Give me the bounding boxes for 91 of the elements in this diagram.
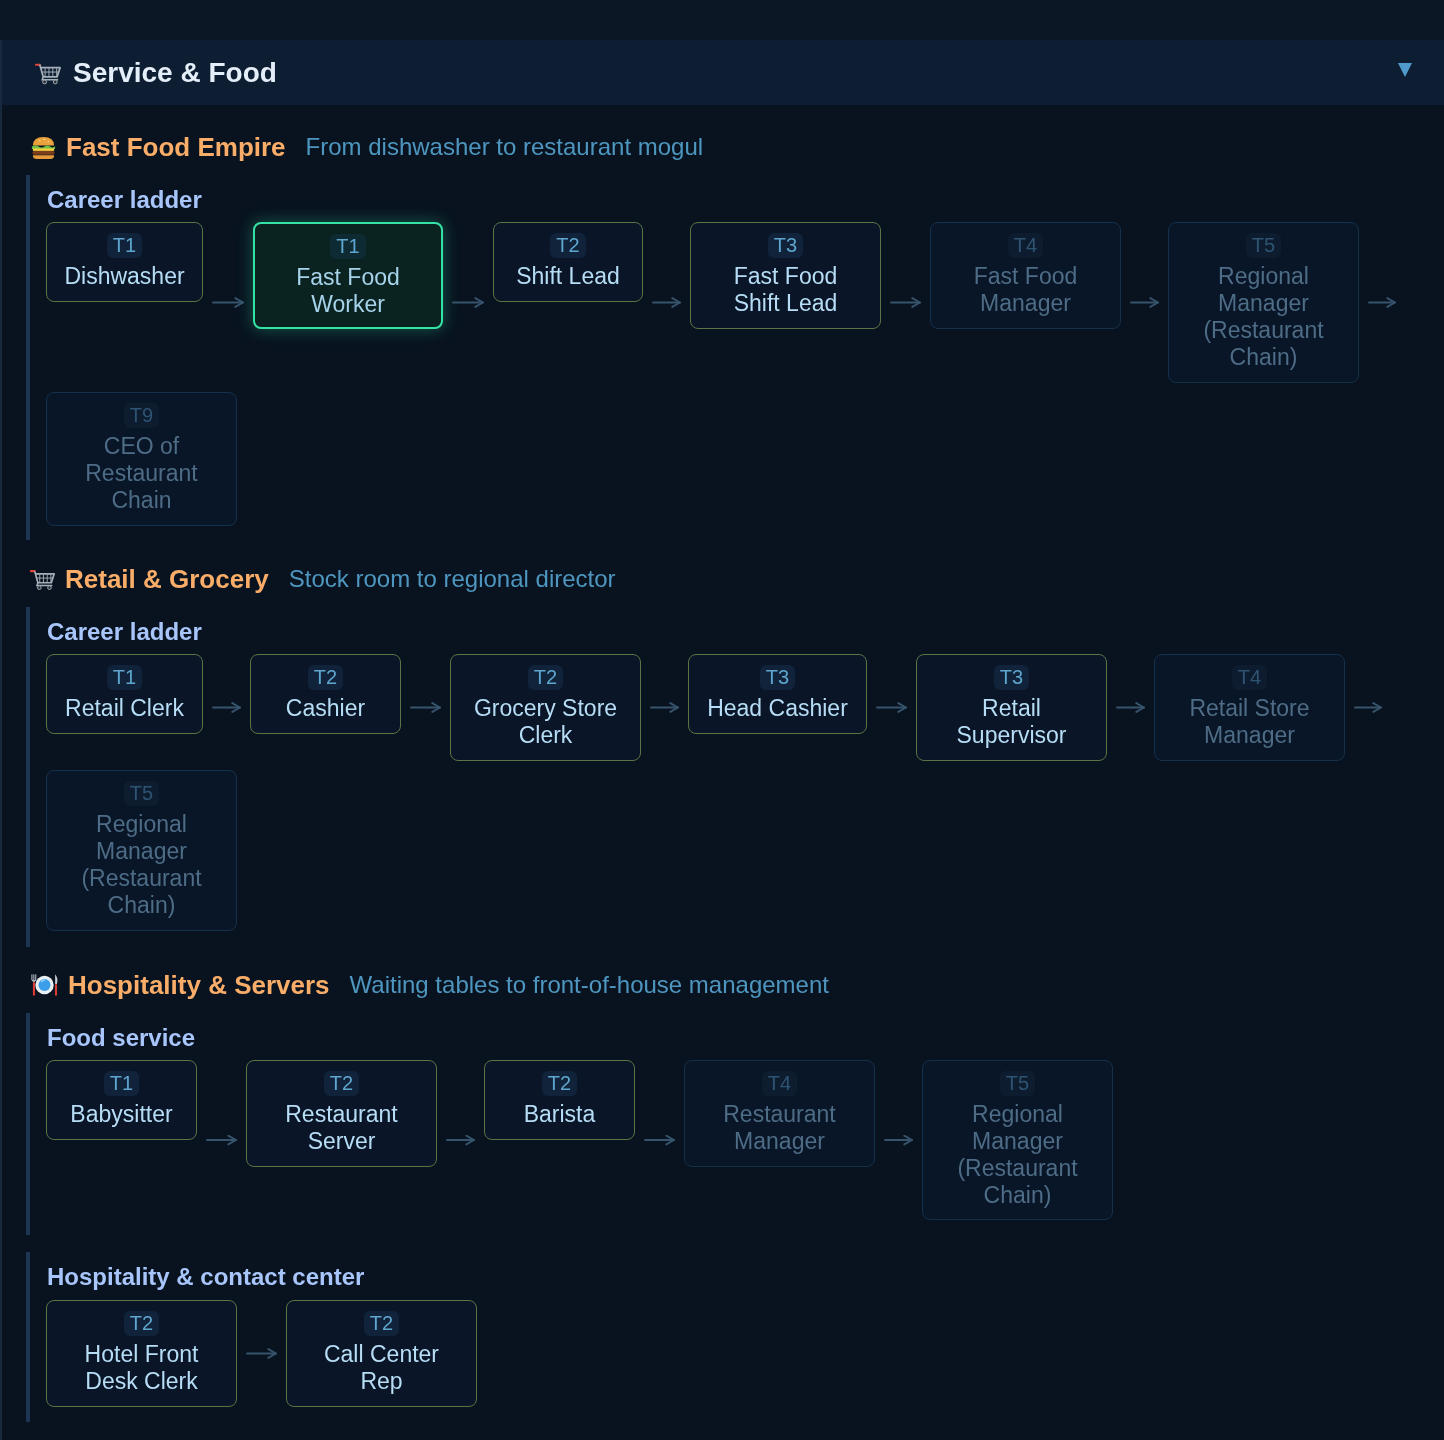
tier-badge: T4 — [1007, 233, 1044, 258]
job-title: Fast Food Worker — [295, 264, 401, 318]
job-card — [450, 654, 641, 761]
job-title: Hotel Front Desk Clerk — [83, 1341, 200, 1395]
arrow — [1354, 702, 1382, 713]
job-card — [1154, 654, 1345, 761]
job-title: Retail Store Manager — [1188, 695, 1311, 749]
tier-badge: T2 — [307, 665, 344, 690]
job-card — [46, 392, 237, 526]
job-title: Restaurant Server — [284, 1101, 399, 1155]
job-card — [684, 1060, 875, 1167]
section-subtitle: Waiting tables to front-of-house management — [349, 970, 829, 1000]
job-card — [493, 222, 643, 302]
job-title: Barista — [523, 1101, 596, 1128]
panel-title: Service & Food — [73, 55, 277, 90]
group-label: Career ladder — [47, 618, 202, 646]
arrow — [1116, 702, 1145, 713]
tier-badge: T1 — [106, 665, 143, 690]
job-title: Shift Lead — [516, 263, 620, 290]
section-subtitle: Stock room to regional director — [288, 564, 616, 594]
arrow — [212, 702, 241, 713]
job-card — [930, 222, 1121, 329]
tier-badge: T5 — [1245, 233, 1282, 258]
job-title: Regional Manager (Restaurant Chain) — [956, 1101, 1079, 1209]
tier-badge: T1 — [330, 234, 366, 259]
tier-badge: T3 — [993, 665, 1030, 690]
job-card — [286, 1300, 477, 1407]
tier-badge: T2 — [363, 1311, 400, 1336]
job-card — [253, 222, 443, 329]
tier-badge: T2 — [527, 665, 564, 690]
arrow — [652, 297, 681, 308]
tier-badge: T2 — [123, 1311, 160, 1336]
tier-badge: T4 — [1231, 665, 1268, 690]
arrow — [650, 702, 679, 713]
tier-badge: T3 — [759, 665, 796, 690]
job-card — [250, 654, 401, 734]
job-card — [1168, 222, 1359, 383]
job-title: Retail Clerk — [65, 695, 184, 722]
arrow — [1130, 297, 1159, 308]
group-label: Career ladder — [47, 186, 202, 214]
tier-badge: T3 — [767, 233, 804, 258]
job-title: Restaurant Manager — [722, 1101, 837, 1155]
job-title: Head Cashier — [707, 695, 848, 722]
tier-badge: T2 — [550, 233, 586, 258]
job-title: Fast Food Manager — [972, 263, 1079, 317]
job-card — [46, 1300, 237, 1407]
job-title: Cashier — [285, 695, 366, 722]
job-title: Call Center Rep — [322, 1341, 440, 1395]
arrow — [410, 702, 441, 713]
job-card — [484, 1060, 635, 1140]
job-card — [688, 654, 867, 734]
tier-badge: T5 — [123, 781, 160, 806]
job-title: Babysitter — [70, 1101, 173, 1128]
job-title: Regional Manager (Restaurant Chain) — [1202, 263, 1325, 371]
job-title: CEO of Restaurant Chain — [84, 433, 199, 514]
arrow — [644, 1134, 675, 1146]
job-card — [46, 654, 203, 734]
arrow — [884, 1134, 913, 1146]
job-card — [916, 654, 1107, 761]
job-card — [922, 1060, 1113, 1220]
job-title: Retail Supervisor — [955, 695, 1068, 749]
arrow — [1368, 297, 1396, 308]
arrow — [876, 702, 907, 713]
job-card — [46, 222, 203, 302]
job-card — [690, 222, 881, 329]
job-card — [46, 770, 237, 931]
tier-badge: T1 — [106, 233, 143, 258]
job-title: Grocery Store Clerk — [472, 695, 619, 749]
arrow — [212, 297, 244, 308]
job-title: Regional Manager (Restaurant Chain) — [80, 811, 203, 919]
tier-badge: T2 — [323, 1071, 360, 1096]
arrow — [446, 1134, 475, 1146]
job-card — [46, 1060, 197, 1140]
tier-badge: T5 — [999, 1071, 1036, 1096]
job-title: Dishwasher — [64, 263, 185, 290]
job-title: Fast Food Shift Lead — [732, 263, 839, 317]
job-card — [246, 1060, 437, 1167]
arrow — [890, 297, 921, 308]
arrow — [246, 1348, 277, 1359]
section-heading: Fast Food Empire — [66, 131, 286, 163]
tier-badge: T2 — [541, 1071, 578, 1096]
tier-badge: T4 — [761, 1071, 798, 1096]
group-label: Food service — [47, 1024, 196, 1052]
section-subtitle: From dishwasher to restaurant mogul — [305, 132, 704, 162]
arrow — [206, 1134, 237, 1146]
section-heading: Retail & Grocery — [65, 563, 269, 595]
tier-badge: T9 — [123, 403, 160, 428]
arrow — [452, 297, 484, 308]
tier-badge: T1 — [103, 1071, 140, 1096]
section-heading: Hospitality & Servers — [68, 969, 330, 1001]
group-label: Hospitality & contact center — [47, 1263, 365, 1291]
